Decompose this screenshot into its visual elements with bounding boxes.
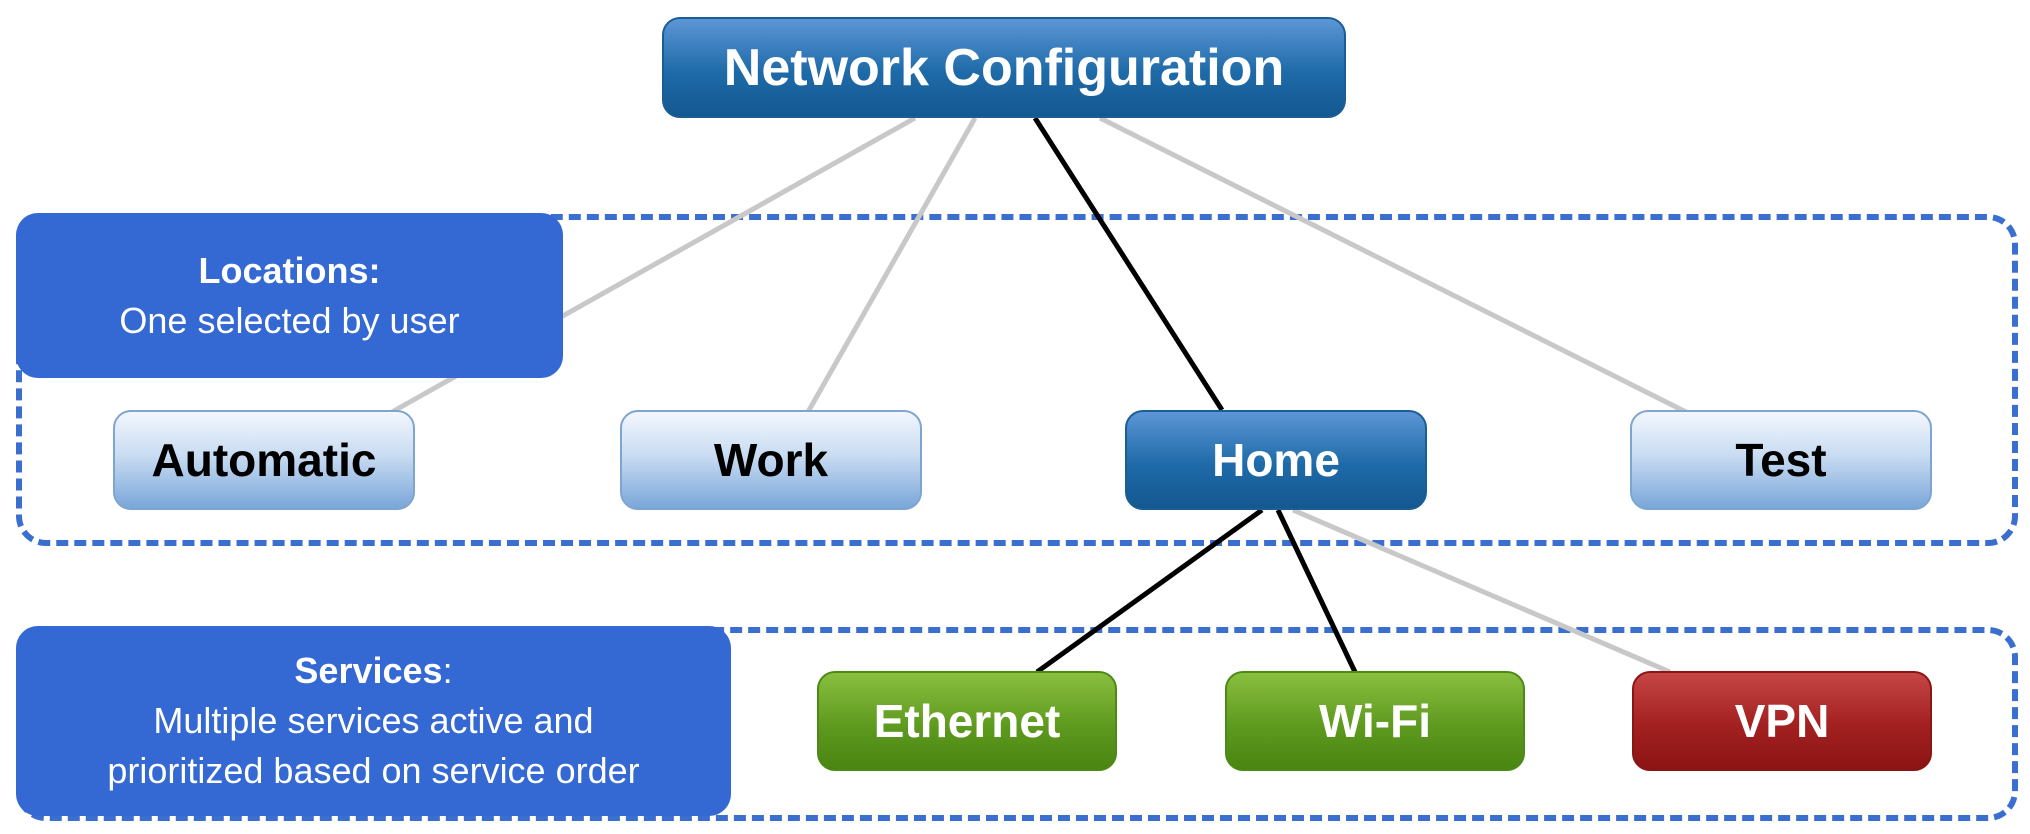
service-node-label: Wi-Fi: [1319, 695, 1431, 747]
link-home-vpn: [1292, 507, 1671, 675]
services-panel-title-suffix: :: [442, 650, 453, 691]
services-panel-description-line1: Multiple services active and: [153, 700, 594, 741]
service-node-wifi[interactable]: Wi-Fi: [1225, 671, 1525, 771]
service-node-ethernet[interactable]: Ethernet: [817, 671, 1117, 771]
root-node-network-configuration[interactable]: Network Configuration: [662, 17, 1346, 118]
location-node-label: Test: [1735, 434, 1827, 486]
root-node-label: Network Configuration: [723, 38, 1285, 97]
services-label-panel: Services: Multiple services active and p…: [16, 626, 731, 816]
link-home-wifi: [1275, 508, 1358, 674]
locations-panel-description: One selected by user: [119, 299, 460, 341]
location-node-label: Work: [713, 434, 829, 486]
location-node-automatic[interactable]: Automatic: [113, 410, 415, 510]
locations-label-panel: Locations: One selected by user: [16, 213, 563, 378]
service-node-vpn[interactable]: VPN: [1632, 671, 1932, 771]
location-node-label: Home: [1212, 434, 1340, 486]
link-home-ethernet: [1035, 507, 1264, 675]
services-panel-description-line2: prioritized based on service order: [107, 750, 640, 791]
services-panel-heading: Services:: [294, 646, 452, 696]
location-node-test[interactable]: Test: [1630, 410, 1932, 510]
locations-group-frame: [16, 214, 2018, 546]
location-node-work[interactable]: Work: [620, 410, 922, 510]
location-node-home[interactable]: Home: [1125, 410, 1427, 510]
services-panel-title: Services: [294, 650, 443, 691]
link-root-test: [1098, 115, 1688, 415]
service-node-label: Ethernet: [873, 695, 1061, 747]
service-node-label: VPN: [1734, 695, 1830, 747]
link-root-work: [805, 116, 978, 414]
location-node-label: Automatic: [151, 434, 377, 486]
link-root-home: [1032, 116, 1225, 412]
locations-panel-title: Locations:: [198, 249, 381, 291]
